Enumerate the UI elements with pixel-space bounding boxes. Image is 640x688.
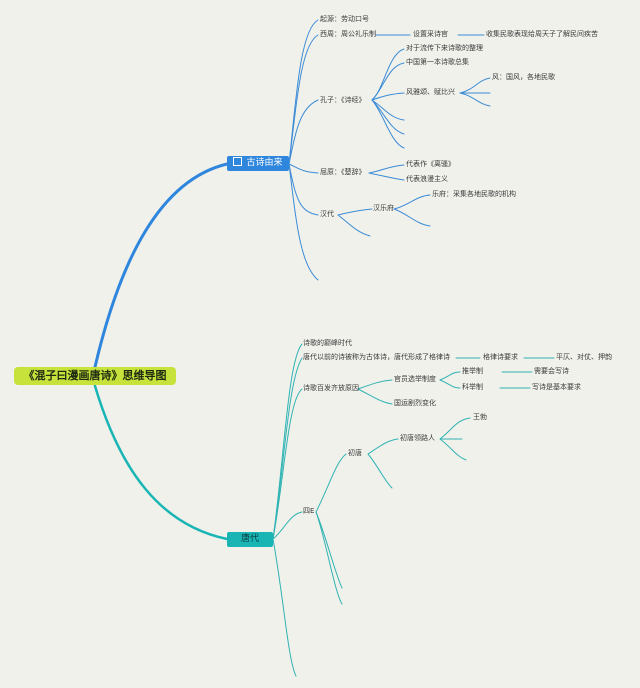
node-chutang[interactable]: 初唐 <box>348 449 362 457</box>
node-qiyuan[interactable]: 起源：劳动口号 <box>320 15 369 23</box>
branch-origin[interactable]: 古诗由来 <box>227 156 289 171</box>
node-lingluren[interactable]: 初唐领路人 <box>400 434 435 442</box>
connector-root-tang <box>93 384 229 541</box>
checkbox-icon <box>233 157 243 166</box>
node-yuanyin[interactable]: 诗歌百发齐放原因 <box>303 384 359 392</box>
root-node[interactable]: 《混子曰漫画唐诗》思维导图 <box>14 367 176 385</box>
node-shecaishi[interactable]: 设置采诗官 <box>413 30 448 38</box>
node-chuci-2[interactable]: 代表浪漫主义 <box>406 175 448 183</box>
node-shijing-2[interactable]: 中国第一本诗歌总集 <box>406 58 469 66</box>
node-dianfeng[interactable]: 诗歌的巅峰时代 <box>303 339 352 347</box>
node-chuci-1[interactable]: 代表作《离骚》 <box>406 160 455 168</box>
node-gelv-detail[interactable]: 平仄、对仗、押韵 <box>556 353 612 361</box>
branch-tang-label: 唐代 <box>240 534 259 544</box>
node-shijing-1[interactable]: 对于流传下来诗歌的整理 <box>406 44 483 52</box>
branch-origin-label: 古诗由来 <box>246 158 283 168</box>
node-quyuan[interactable]: 屈原：《楚辞》 <box>320 168 366 176</box>
connector-root-origin <box>93 162 229 369</box>
node-kejuzhi[interactable]: 科举制 <box>462 383 483 391</box>
node-gelv-yaoqiu[interactable]: 格律诗要求 <box>483 353 518 361</box>
node-guoyun[interactable]: 国运剧烈变化 <box>394 399 436 407</box>
origin-connectors <box>288 19 491 281</box>
node-shijing-3[interactable]: 风雅颂、赋比兴 <box>406 88 455 96</box>
branch-tang[interactable]: 唐代 <box>227 532 273 547</box>
node-keju-detail[interactable]: 写诗是基本要求 <box>532 383 581 391</box>
node-tuijuzhi[interactable]: 推举制 <box>462 367 483 375</box>
node-wangbo[interactable]: 王勃 <box>473 413 487 421</box>
node-tuiju-detail[interactable]: 需要会写诗 <box>534 367 569 375</box>
node-gujinti[interactable]: 唐代以前的诗被称为古体诗，唐代形成了格律诗 <box>303 353 450 361</box>
node-xizhou[interactable]: 西周：周公礼乐制 <box>320 30 376 38</box>
node-hanyuefu[interactable]: 汉乐府 <box>373 204 394 212</box>
tang-connectors <box>272 343 555 677</box>
node-caishi-purpose[interactable]: 收集民歌表现给周天子了解民间疾苦 <box>486 30 598 38</box>
node-handai[interactable]: 汉代 <box>320 210 334 218</box>
node-feng[interactable]: 风：国风，各地民歌 <box>492 73 555 81</box>
node-sitang[interactable]: 四E <box>303 507 315 515</box>
node-kongzi[interactable]: 孔子：《诗经》 <box>320 96 366 104</box>
node-yuefu[interactable]: 乐府：采集各地民歌的机构 <box>432 190 516 198</box>
node-xuanba[interactable]: 官员选举制度 <box>394 375 436 383</box>
